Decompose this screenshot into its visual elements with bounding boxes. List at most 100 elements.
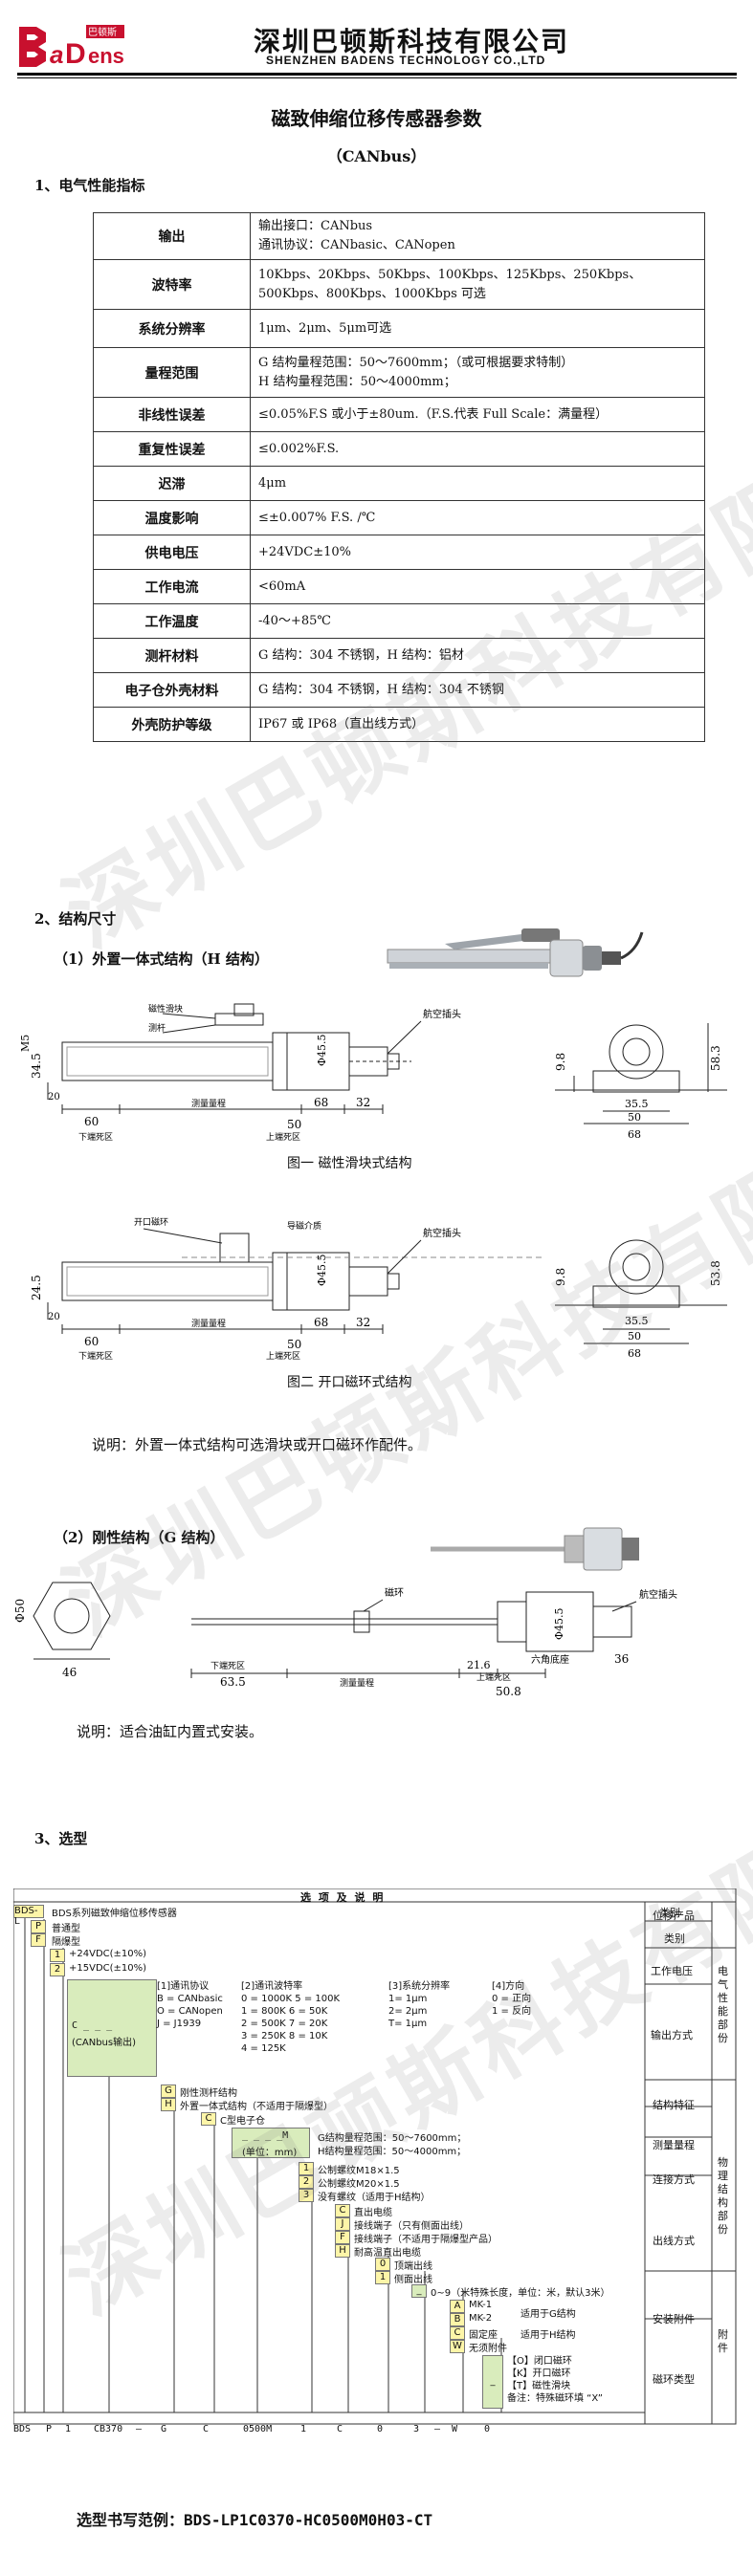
fig2-dim-20: 20 (48, 1312, 60, 1322)
fig1-diameter-label: Φ45.5 (316, 1034, 328, 1066)
protocol-canbasic: B = CANbasic (157, 1994, 223, 2004)
fig2-side-68: 68 (628, 1347, 641, 1360)
protocol-j1939: J = J1939 (157, 2019, 202, 2029)
spec-key: 迟滞 (93, 466, 251, 502)
header-rule-thin (17, 77, 737, 78)
desc-conn-2: 公制螺纹M20×1.5 (318, 2179, 400, 2190)
code-24v: 1 (50, 1949, 65, 1962)
desc-out-f: 接线端子（不适用于隔爆型产品） (354, 2235, 498, 2245)
spec-value-line: -40～+85℃ (258, 613, 331, 628)
baud-title: [2]通讯波特率 (241, 1981, 303, 1992)
svg-text:a: a (50, 40, 63, 69)
code-acc-a: A (450, 2300, 465, 2313)
side-accessory: 附件 (718, 2328, 728, 2354)
code-acc-w: W (450, 2340, 465, 2353)
figure-3-drawing: Φ50 46 磁环 航空插头 Φ45.5 六角底座 下端死区 63.5 测量量程… (13, 1582, 677, 1698)
note-g-structure: 说明：适合油缸内置式安装。 (77, 1723, 264, 1740)
dir-title: [4]方向 (492, 1981, 525, 1992)
spec-value: 4μm (250, 466, 705, 502)
bottom-code: 0 (377, 2424, 384, 2434)
fig1-upper-dead-zone: 上端死区 (266, 1131, 300, 1143)
figure-2-caption: 图二 开口磁环式结构 (287, 1375, 412, 1390)
dir-reverse: 1 = 反向 (492, 2006, 532, 2017)
bottom-code: 1 (65, 2424, 72, 2434)
desc-acc-c: 固定座 (469, 2330, 498, 2341)
fig2-height-label: 24.5 (30, 1275, 43, 1300)
bottom-code: — (434, 2424, 441, 2434)
fig2-range-label: 测量量程 (191, 1319, 226, 1329)
dir-forward: 0 = 正向 (492, 1994, 532, 2004)
spec-value-line: 输出接口：CANbus (258, 219, 373, 233)
resolution-options: [3]系统分辨率 1= 1μm 2= 2μm T= 1μm (388, 1980, 450, 2030)
fig3-plug-label: 航空插头 (639, 1588, 677, 1601)
fig3-width-46: 46 (62, 1666, 77, 1679)
spec-value: ≤0.002%F.S. (250, 431, 705, 468)
desc-bds-l: BDS系列磁致伸缩位移传感器 (52, 1909, 177, 1919)
protocol-canopen: O = CANopen (157, 2006, 223, 2017)
fig3-dim-63-5: 63.5 (220, 1675, 246, 1689)
fig1-side-68: 68 (628, 1128, 641, 1141)
baud-row-4: 3 = 250K 8 = 10K (241, 2031, 328, 2041)
side-physical: 物理结构部份 (718, 2156, 728, 2236)
cat-product: 位移产品 (653, 1910, 695, 1922)
fig2-side-53-8: 53.8 (709, 1260, 722, 1286)
selection-header: 选 项 及 说 明 (300, 1891, 386, 1904)
spec-key: 量程范围 (93, 347, 251, 399)
spec-key: 重复性误差 (93, 431, 251, 468)
code-range: _ _ _ _M (242, 2130, 289, 2141)
section-heading-structure: 2、结构尺寸 (34, 910, 117, 928)
section-heading-electrical: 1、电气性能指标 (34, 177, 145, 194)
ring-open: 【K】开口磁环 (507, 2369, 571, 2379)
code-can: C _ _ _ (72, 2020, 113, 2031)
ring-closed: 【O】闭口磁环 (507, 2356, 572, 2367)
bottom-code: 3 (413, 2424, 420, 2434)
protocol-title: [1]通讯协议 (157, 1981, 210, 1992)
spec-row: 工作电流<60mA (93, 569, 705, 605)
code-conn-2: 2 (299, 2175, 314, 2189)
desc-acc-w: 无须附件 (469, 2344, 507, 2354)
cat-connection: 连接方式 (653, 2173, 695, 2186)
fig1-side-58-3: 58.3 (709, 1045, 722, 1071)
h-structure-photo (387, 928, 644, 977)
code-out-top: 0 (375, 2258, 390, 2271)
fig3-hex-base-label: 六角底座 (531, 1653, 569, 1666)
spec-value: <60mA (250, 569, 705, 605)
code-out-j: J (335, 2217, 350, 2231)
spec-value-line: IP67 或 IP68（直出线方式） (258, 716, 425, 731)
note-h-structure: 说明：外置一体式结构可选滑块或开口磁环作配件。 (92, 1436, 423, 1453)
code-conn-1: 1 (299, 2162, 314, 2175)
spec-value-line: ≤±0.007% F.S. /℃ (258, 510, 376, 525)
desc-h: 外置一体式结构（不适用于隔爆型） (180, 2102, 333, 2112)
fig1-plug-label: 航空插头 (423, 1008, 461, 1020)
spec-value-line: G 结构量程范围：50～7600mm；（或可根据要求特制） (258, 355, 574, 370)
cat-cable-exit: 出线方式 (653, 2235, 695, 2247)
direction-options: [4]方向 0 = 正向 1 = 反向 (492, 1980, 531, 2018)
baud-row-3: 2 = 500K 7 = 20K (241, 2019, 328, 2029)
desc-15v: +15VDC(±10%) (69, 1963, 147, 1974)
spec-value-line: 1μm、2μm、5μm可选 (258, 320, 392, 336)
spec-value: IP67 或 IP68（直出线方式） (250, 707, 705, 743)
fig3-upper-dead-zone: 上端死区 (476, 1671, 511, 1683)
company-name-en: SHENZHEN BADENS TECHNOLOGY CO.,LTD (266, 54, 546, 67)
figure-1-drawing: M5 34.5 磁性滑块 测杆 航空插头 Φ45.5 60 20 测量量程 68… (19, 1003, 727, 1143)
document-subtitle: （CANbus） (326, 147, 427, 165)
spec-value-line: 通讯协议：CANbasic、CANopen (258, 238, 455, 253)
example-label: 选型书写范例： (77, 2511, 185, 2529)
col-category-label: 类别 (659, 1907, 680, 1919)
cat-ring-type: 磁环类型 (653, 2373, 695, 2386)
fig2-lower-dead-zone: 下端死区 (78, 1350, 113, 1362)
code-acc-c: C (450, 2326, 465, 2340)
spec-row: 供电电压+24VDC±10% (93, 535, 705, 571)
spec-value: +24VDC±10% (250, 535, 705, 571)
spec-value: 输出接口：CANbus 通讯协议：CANbasic、CANopen (250, 211, 705, 261)
bottom-code: CB370 (94, 2424, 123, 2434)
ring-slider: 【T】磁性滑块 (507, 2381, 571, 2391)
figure-2-drawing: 开口磁环 导磁介质 航空插头 24.5 Φ45.5 60 20 测量量程 68 … (30, 1216, 727, 1362)
code-h: H (161, 2098, 176, 2111)
spec-value-line: <60mA (258, 579, 306, 594)
spec-row: 非线性误差≤0.05%F.S 或小于±80um.（F.S.代表 Full Sca… (93, 397, 705, 433)
